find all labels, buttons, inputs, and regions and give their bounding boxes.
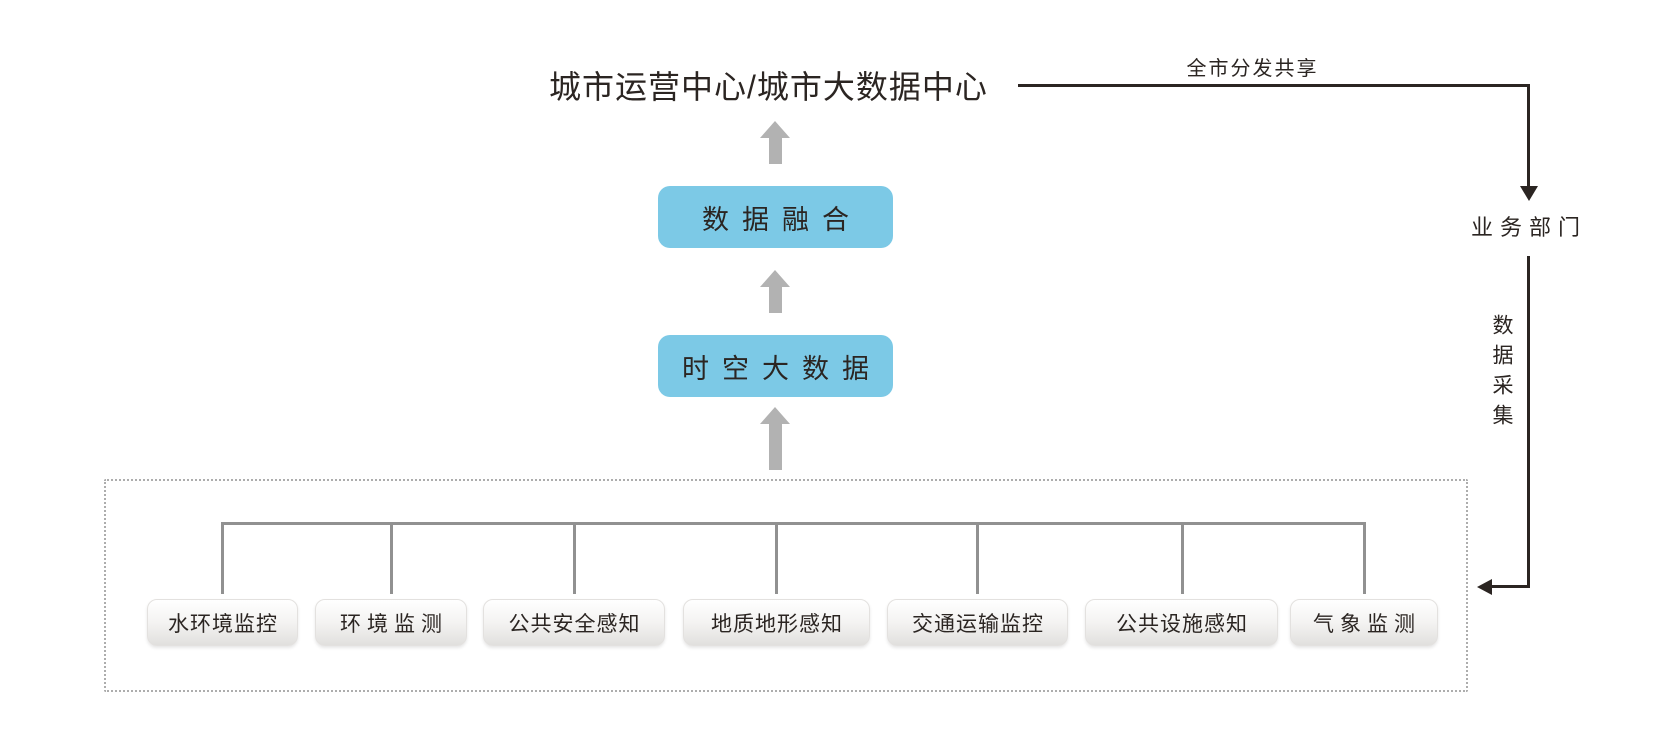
arrow-up-head bbox=[760, 270, 790, 287]
arrow-up-head bbox=[760, 407, 790, 424]
diagram-title: 城市运营中心/城市大数据中心 bbox=[549, 69, 988, 105]
data-fusion-box: 数据融合 bbox=[658, 186, 893, 248]
tree-connector-stub bbox=[1181, 522, 1184, 594]
tree-connector-stub bbox=[573, 522, 576, 594]
distribution-line-vertical bbox=[1527, 84, 1530, 186]
tree-connector-stub bbox=[221, 522, 224, 594]
source-box-water-environment: 水环境监控 bbox=[147, 599, 298, 646]
source-box-weather-monitoring: 气象监测 bbox=[1290, 599, 1438, 646]
collection-line-horizontal bbox=[1492, 585, 1530, 588]
tree-connector-horizontal bbox=[221, 522, 1366, 525]
source-box-public-safety: 公共安全感知 bbox=[483, 599, 665, 646]
distribution-arrow-label: 全市分发共享 bbox=[1186, 58, 1319, 80]
business-department-label: 业务部门 bbox=[1470, 215, 1587, 240]
arrow-down-icon bbox=[1520, 186, 1538, 201]
arrow-up-shaft bbox=[768, 424, 782, 470]
arrow-up-icon bbox=[760, 121, 790, 164]
arrow-up-shaft bbox=[768, 287, 782, 313]
distribution-line-horizontal bbox=[1018, 84, 1529, 87]
tree-connector-stub bbox=[775, 522, 778, 594]
arrow-up-icon bbox=[760, 270, 790, 313]
collection-arrow-label: 数据采集 bbox=[1490, 314, 1513, 434]
source-box-public-facilities: 公共设施感知 bbox=[1085, 599, 1278, 646]
arrow-up-shaft bbox=[768, 138, 782, 164]
arrow-up-icon bbox=[760, 407, 790, 470]
tree-connector-stub bbox=[1363, 522, 1366, 594]
source-box-transportation: 交通运输监控 bbox=[887, 599, 1068, 646]
arrow-left-icon bbox=[1477, 579, 1492, 595]
source-box-geology-terrain: 地质地形感知 bbox=[683, 599, 870, 646]
source-box-environment-monitoring: 环境监测 bbox=[315, 599, 467, 646]
spatiotemporal-bigdata-box: 时空大数据 bbox=[658, 335, 893, 397]
arrow-up-head bbox=[760, 121, 790, 138]
tree-connector-stub bbox=[390, 522, 393, 594]
collection-line-vertical bbox=[1527, 256, 1530, 587]
sensing-sources-container bbox=[104, 479, 1468, 692]
tree-connector-stub bbox=[976, 522, 979, 594]
